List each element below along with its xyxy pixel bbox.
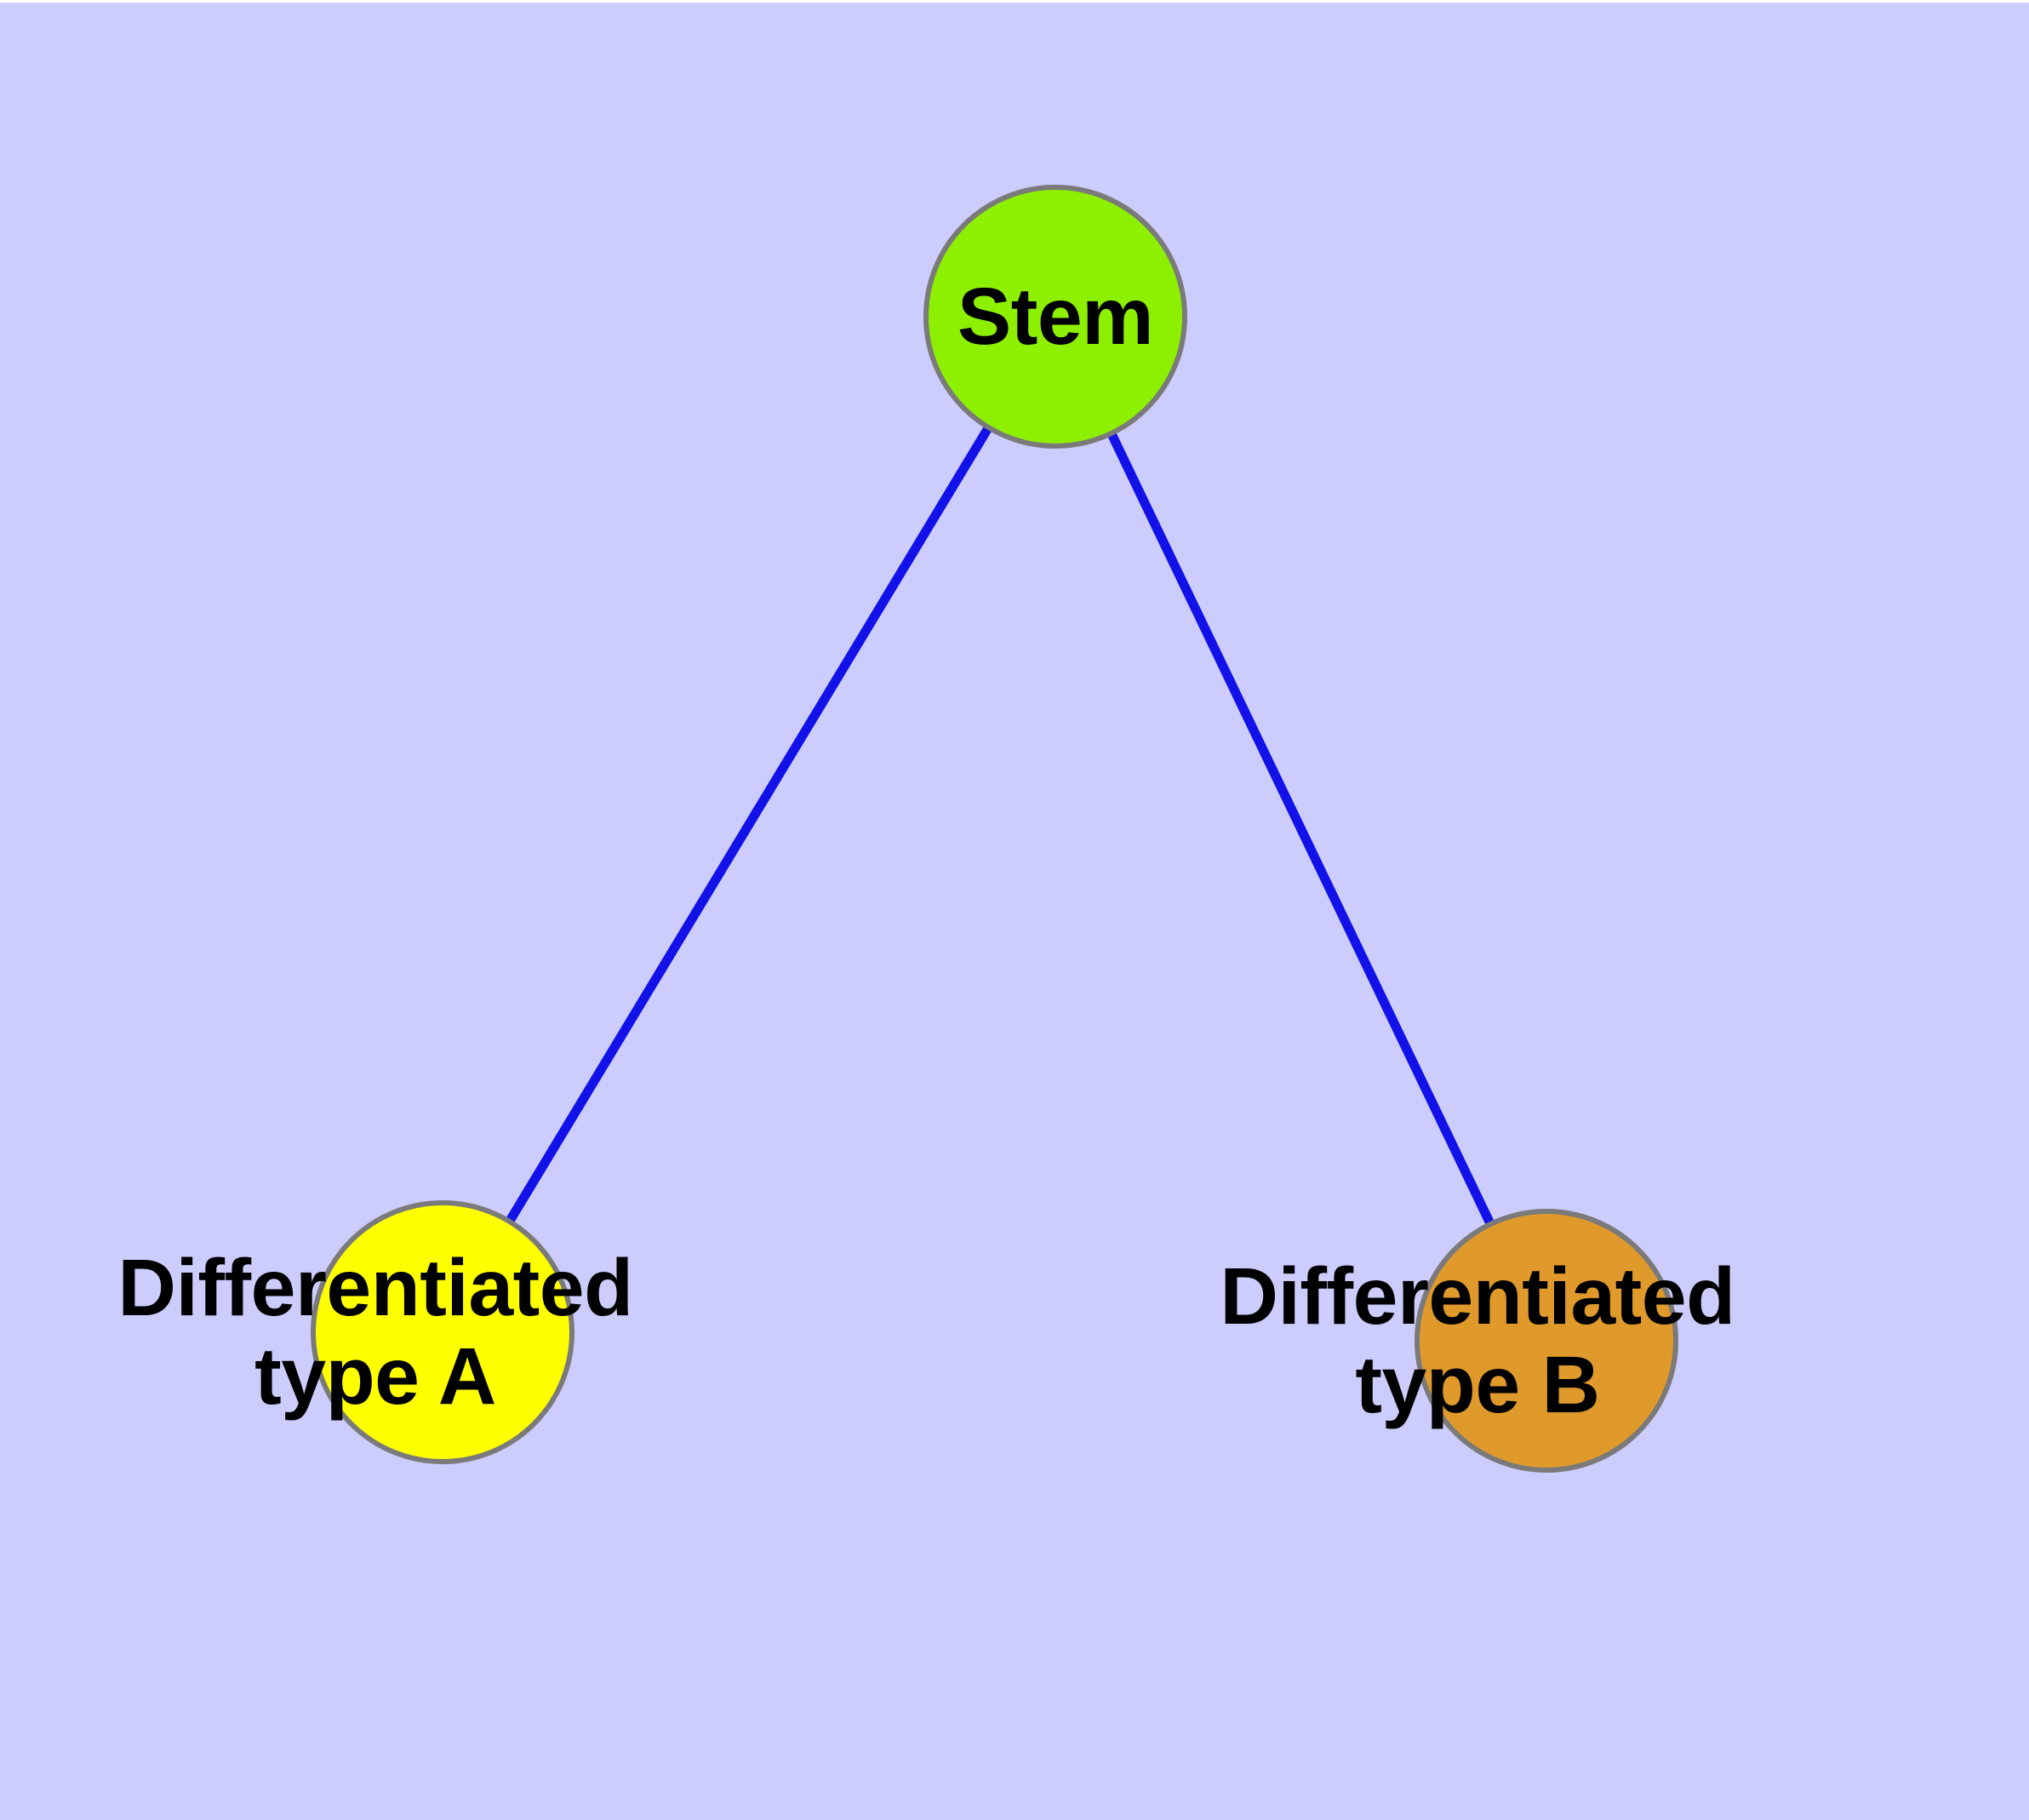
edges-group bbox=[438, 314, 1551, 1343]
node-circle-diff_a[interactable] bbox=[311, 1200, 574, 1464]
edge-stem-diff_a[interactable] bbox=[438, 314, 1060, 1335]
nodes-group bbox=[311, 185, 1678, 1473]
node-circle-diff_b[interactable] bbox=[1415, 1209, 1678, 1473]
node-circle-stem[interactable] bbox=[923, 185, 1187, 449]
canvas-top-edge bbox=[0, 0, 2029, 3]
edge-stem-diff_b[interactable] bbox=[1051, 314, 1551, 1343]
